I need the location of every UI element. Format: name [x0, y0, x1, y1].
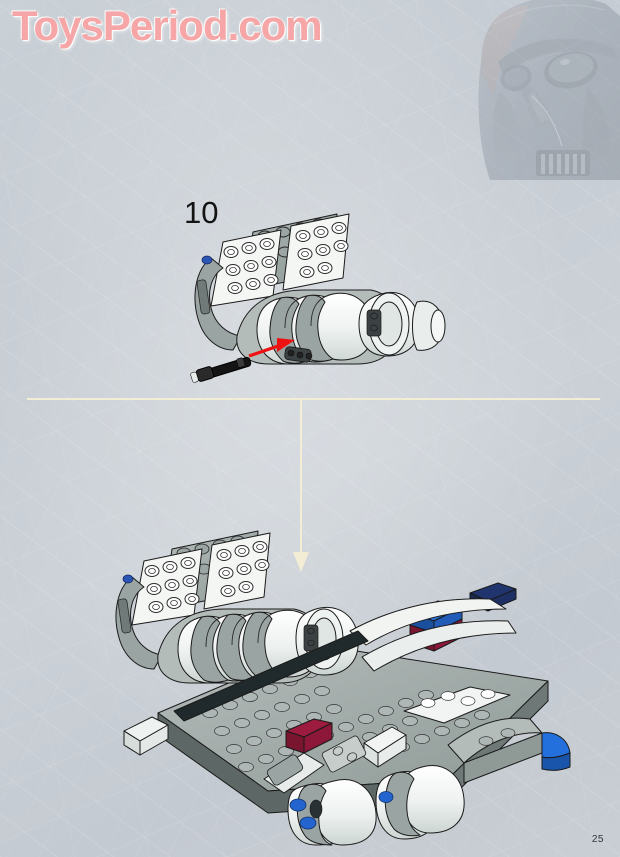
step-flow-line — [300, 399, 302, 555]
darth-vader-helmet-icon — [470, 0, 620, 180]
step-flow-arrow-icon — [293, 552, 309, 572]
watermark-text: ToysPeriod.com — [12, 2, 323, 49]
step-number: 10 — [184, 195, 219, 230]
step-divider-line — [27, 398, 600, 400]
upper-assembly-illustration — [185, 198, 495, 393]
lower-assembly-illustration — [115, 505, 600, 846]
page-number: 25 — [591, 834, 604, 845]
insertion-arrow — [248, 338, 295, 358]
